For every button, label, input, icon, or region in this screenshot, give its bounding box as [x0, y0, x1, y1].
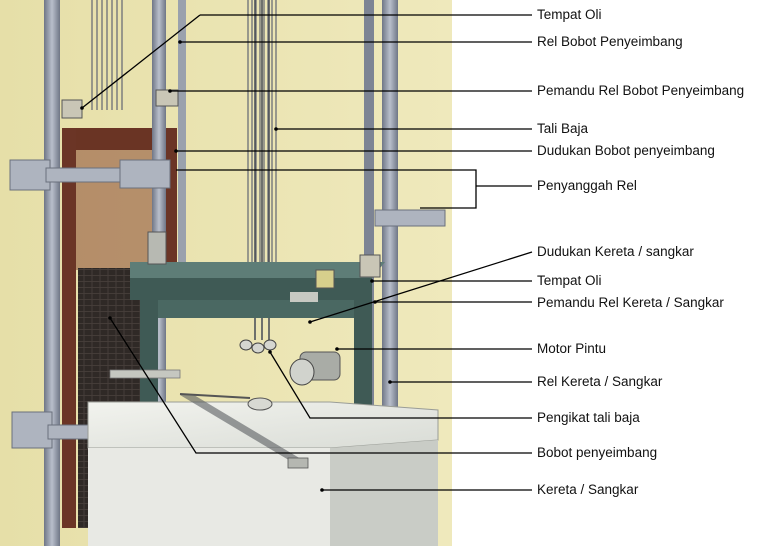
label-tempat-oli-car: Tempat Oli: [537, 273, 602, 288]
label-kereta-sangkar: Kereta / Sangkar: [537, 482, 639, 497]
label-pengikat-tali-baja: Pengikat tali baja: [537, 410, 640, 425]
label-penyanggah-rel: Penyanggah Rel: [537, 178, 637, 193]
label-rel-bobot-penyeimbang: Rel Bobot Penyeimbang: [537, 34, 683, 49]
steel-ropes-back: [91, 0, 277, 270]
label-dudukan-bobot: Dudukan Bobot penyeimbang: [537, 143, 715, 158]
label-bobot-penyeimbang: Bobot penyeimbang: [537, 445, 658, 460]
label-rel-kereta: Rel Kereta / Sangkar: [537, 374, 663, 389]
door-motor: [289, 351, 341, 386]
oil-cup-counterweight: [61, 89, 179, 119]
elevator-car: [87, 369, 439, 546]
label-tempat-oli-top: Tempat Oli: [537, 7, 602, 22]
rope-hitch: [239, 339, 277, 354]
rail-secondary: [178, 0, 186, 300]
label-pemandu-rel-bobot: Pemandu Rel Bobot Penyeimbang: [537, 83, 745, 98]
leader-lines: [81, 14, 533, 491]
label-tali-baja: Tali Baja: [537, 121, 589, 136]
counterweight-rail-left: [44, 0, 60, 546]
label-pemandu-rel-kereta: Pemandu Rel Kereta / Sangkar: [537, 295, 724, 310]
leader-dots: [80, 40, 392, 492]
label-motor-pintu: Motor Pintu: [537, 341, 607, 356]
label-dudukan-kereta: Dudukan Kereta / sangkar: [537, 244, 694, 259]
